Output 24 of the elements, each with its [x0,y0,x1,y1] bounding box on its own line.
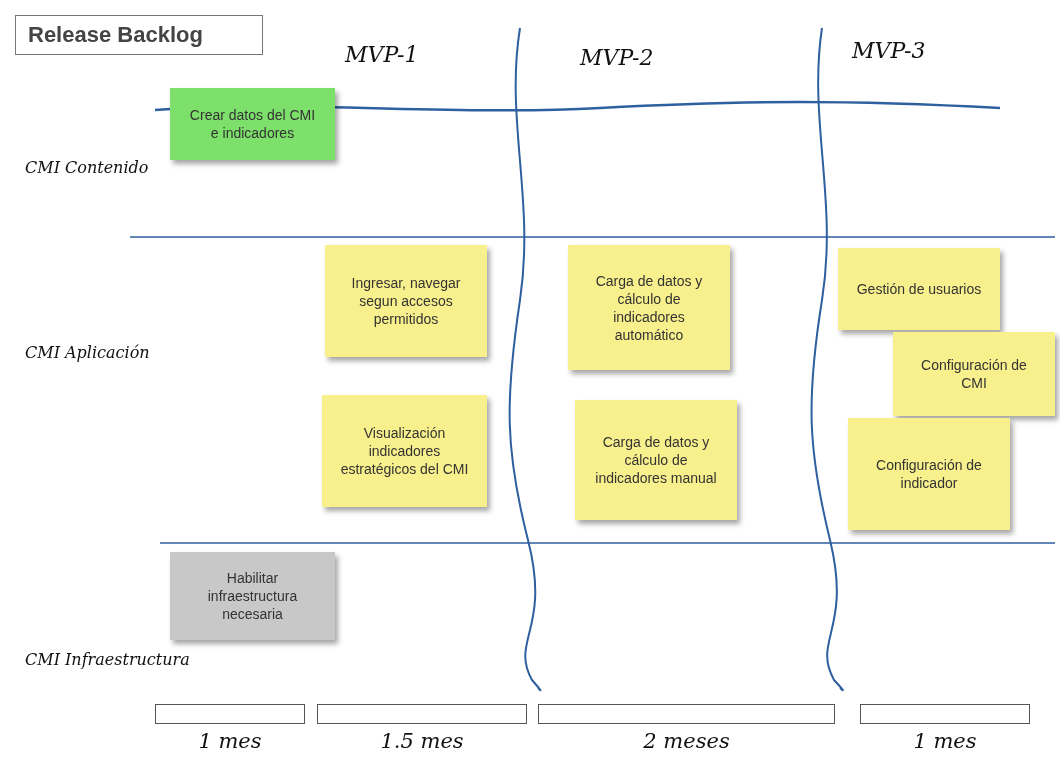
sticky-note: Carga de datos y cálculo de indicadores automático [568,245,730,370]
sticky-note: Carga de datos y cálculo de indicadores manual [575,400,737,520]
row-heading: CMI Infraestructura [25,650,191,670]
duration-label: 2 meses [642,728,731,754]
duration-bar [155,704,305,724]
duration-label: 1.5 mes [379,728,465,754]
sticky-note: Gestión de usuarios [838,248,1000,330]
sticky-note: Configuración de CMI [893,332,1055,416]
duration-bar [317,704,527,724]
duration-bar [860,704,1030,724]
sticky-note: Habilitar infraestructura necesaria [170,552,335,640]
duration-label: 1 mes [197,728,263,754]
column-heading: MVP-3 [852,38,927,64]
sticky-note: Visualización indicadores estratégicos del CMI [322,395,487,507]
sticky-note: Crear datos del CMI e indicadores [170,88,335,160]
row-heading: CMI Aplicación [25,343,151,363]
sticky-note: Configuración de indicador [848,418,1010,530]
column-heading: MVP-1 [345,42,420,68]
duration-bar [538,704,835,724]
sticky-note: Ingresar, navegar segun accesos permitidos [325,245,487,357]
row-heading: CMI Contenido [25,158,150,178]
duration-label: 1 mes [912,728,978,754]
title: Release Backlog [15,15,263,55]
column-heading: MVP-2 [580,45,655,71]
